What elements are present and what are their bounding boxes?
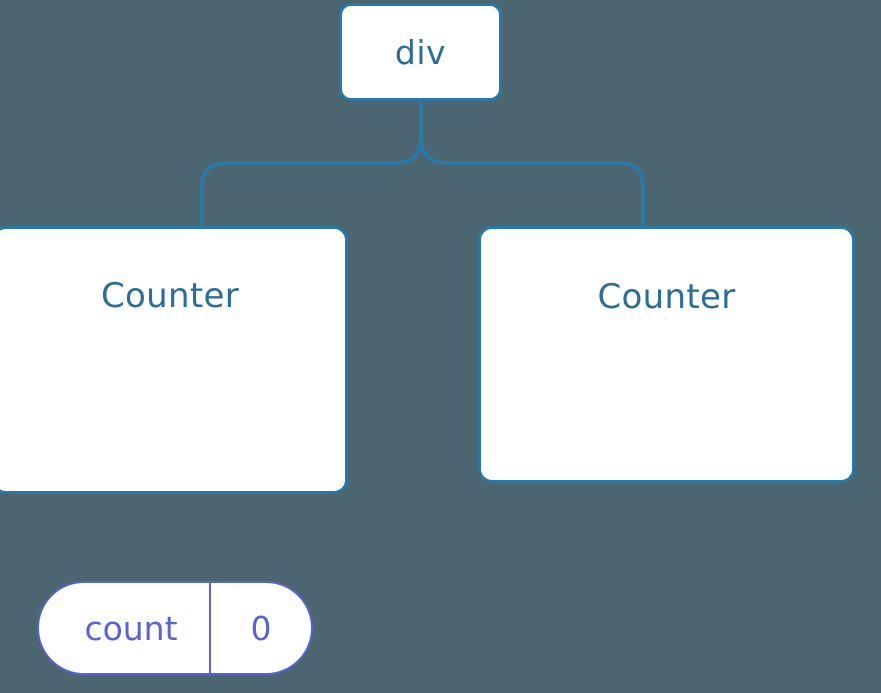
connector-to-left-counter [200, 101, 423, 226]
state-pill-body: count 0 [37, 581, 313, 675]
component-card-counter-left[interactable]: Counter count 0 [0, 226, 348, 675]
root-node-div[interactable]: div [339, 3, 502, 101]
state-value-label: 0 [250, 608, 272, 648]
root-node-label: div [394, 32, 447, 72]
connector-to-right-counter [419, 101, 645, 226]
diagram-canvas: div Counter count 0 Counter count 1 [0, 3, 855, 675]
state-pill-left[interactable]: count 0 [37, 581, 313, 675]
component-card-counter-right[interactable]: Counter count 1 [478, 226, 855, 483]
component-title: Counter [597, 277, 736, 317]
component-title: Counter [101, 276, 239, 316]
state-key-label: count [39, 583, 211, 673]
